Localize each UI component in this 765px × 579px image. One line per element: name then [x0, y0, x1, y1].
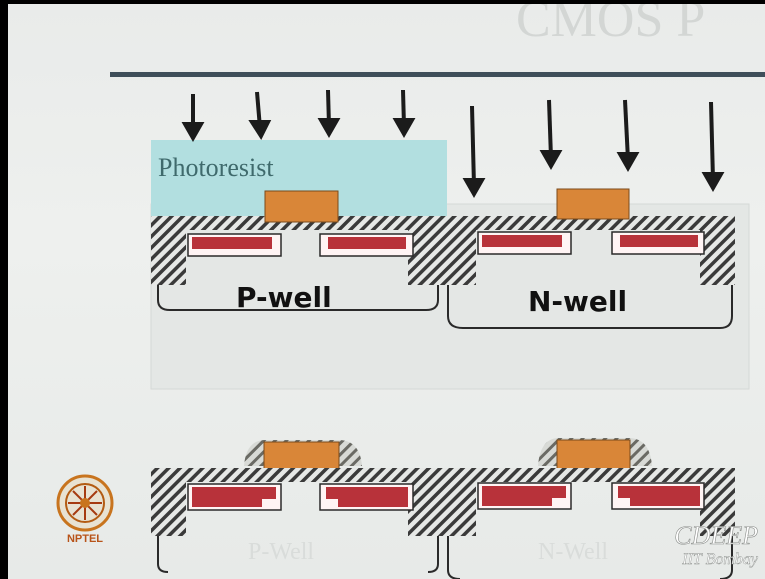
- field-oxide-right: [700, 230, 735, 285]
- field-oxide-middle: [408, 230, 476, 285]
- gate-right: [557, 189, 629, 219]
- p-well-label-bottom: P-Well: [248, 539, 314, 565]
- slide-frame: CMOS P Photoresist: [8, 4, 765, 579]
- bottom-cross-section: P-Well N-Well: [151, 438, 735, 579]
- implant-arrows-right: [466, 100, 721, 194]
- header-rule: [110, 72, 765, 77]
- n-well-label-bottom: N-Well: [538, 539, 608, 565]
- cdeep-watermark: CDEEP IIT Bombay: [674, 521, 759, 568]
- implant-arrows-left: [185, 90, 412, 138]
- n-well-outline-bottom: [448, 536, 460, 579]
- oxide-layer-bottom: [151, 468, 735, 482]
- p-well-outline-bottom-right: [428, 536, 438, 572]
- top-cross-section: Photoresist: [151, 90, 749, 389]
- field-oxide-left-bottom: [151, 482, 186, 536]
- gate-right-bottom: [557, 440, 630, 470]
- gate-left-bottom: [264, 442, 339, 472]
- partial-title: CMOS P: [516, 4, 705, 48]
- photoresist-label: Photoresist: [158, 153, 274, 182]
- nptel-logo: NPTEL: [58, 476, 112, 545]
- watermark-line1: CDEEP: [674, 521, 758, 550]
- cmos-process-diagram: CMOS P Photoresist: [8, 4, 765, 579]
- field-oxide-middle-bottom: [408, 482, 476, 536]
- p-well-label: P-well: [236, 281, 332, 314]
- nptel-logo-text: NPTEL: [67, 533, 103, 545]
- n-well-label: N-well: [528, 285, 627, 318]
- p-well-outline-bottom: [158, 536, 168, 572]
- oxide-layer: [151, 216, 735, 230]
- field-oxide-left: [151, 230, 186, 285]
- watermark-line2: IIT Bombay: [681, 551, 759, 568]
- gate-left: [265, 191, 338, 222]
